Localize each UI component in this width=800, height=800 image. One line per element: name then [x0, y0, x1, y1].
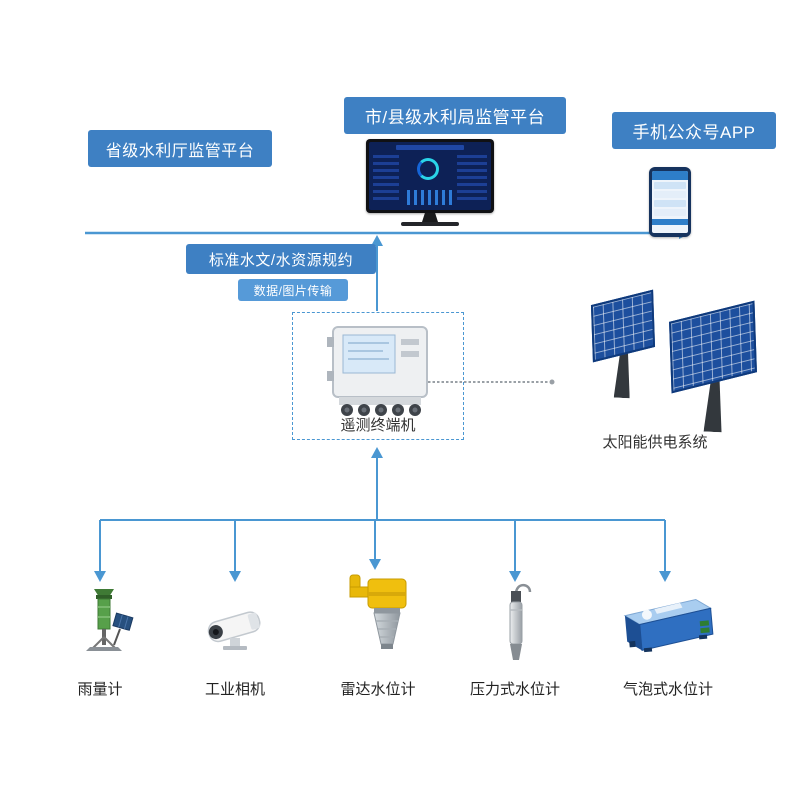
sensor-label-radar-gauge: 雷达水位计	[340, 681, 416, 698]
sensor-label-rain-gauge: 雨量计	[77, 681, 123, 698]
bubble-level-gauge-illustration	[612, 588, 724, 667]
platform-mobile-app: 手机公众号APP	[612, 112, 776, 149]
monitor-dashboard-illustration	[366, 139, 494, 229]
smartphone-illustration	[649, 167, 691, 237]
rtu-label: 遥测终端机	[340, 417, 416, 434]
rtu-device-illustration	[327, 326, 428, 416]
dashboard-bars-icon	[407, 190, 455, 205]
platform-city-county: 市/县级水利局监管平台	[344, 97, 566, 134]
transmission-label: 数据/图片传输	[253, 283, 333, 298]
solar-label: 太阳能供电系统	[602, 434, 708, 451]
radar-level-gauge-illustration	[338, 572, 418, 679]
platform-mobile-app-label: 手机公众号APP	[632, 123, 756, 142]
platform-provincial-label: 省级水利厅监管平台	[105, 142, 255, 160]
monitor-base	[401, 222, 459, 226]
monitor-screen	[366, 139, 494, 213]
monitor-stand	[422, 213, 438, 222]
platform-city-county-label: 市/县级水利局监管平台	[364, 108, 546, 127]
transmission-label-box: 数据/图片传输	[238, 279, 348, 301]
sensor-label-industrial-camera: 工业相机	[204, 681, 265, 698]
sensor-label-bubble-gauge: 气泡式水位计	[622, 681, 713, 698]
protocol-label-box: 标准水文/水资源规约	[186, 244, 376, 274]
solar-panels-illustration	[585, 282, 785, 450]
dashboard-gauge-icon	[417, 158, 439, 180]
industrial-camera-illustration	[198, 596, 276, 663]
dashboard-graphic	[369, 142, 491, 210]
sensor-label-pressure-gauge: 压力式水位计	[469, 681, 560, 698]
solar-panel-icon	[669, 300, 757, 394]
solar-panel-icon	[590, 289, 656, 363]
rain-gauge-illustration	[68, 583, 140, 674]
pressure-level-sensor-illustration	[496, 578, 536, 679]
protocol-label: 标准水文/水资源规约	[208, 251, 354, 269]
platform-provincial: 省级水利厅监管平台	[88, 130, 272, 167]
rtu-zone: 遥测终端机	[292, 312, 464, 440]
